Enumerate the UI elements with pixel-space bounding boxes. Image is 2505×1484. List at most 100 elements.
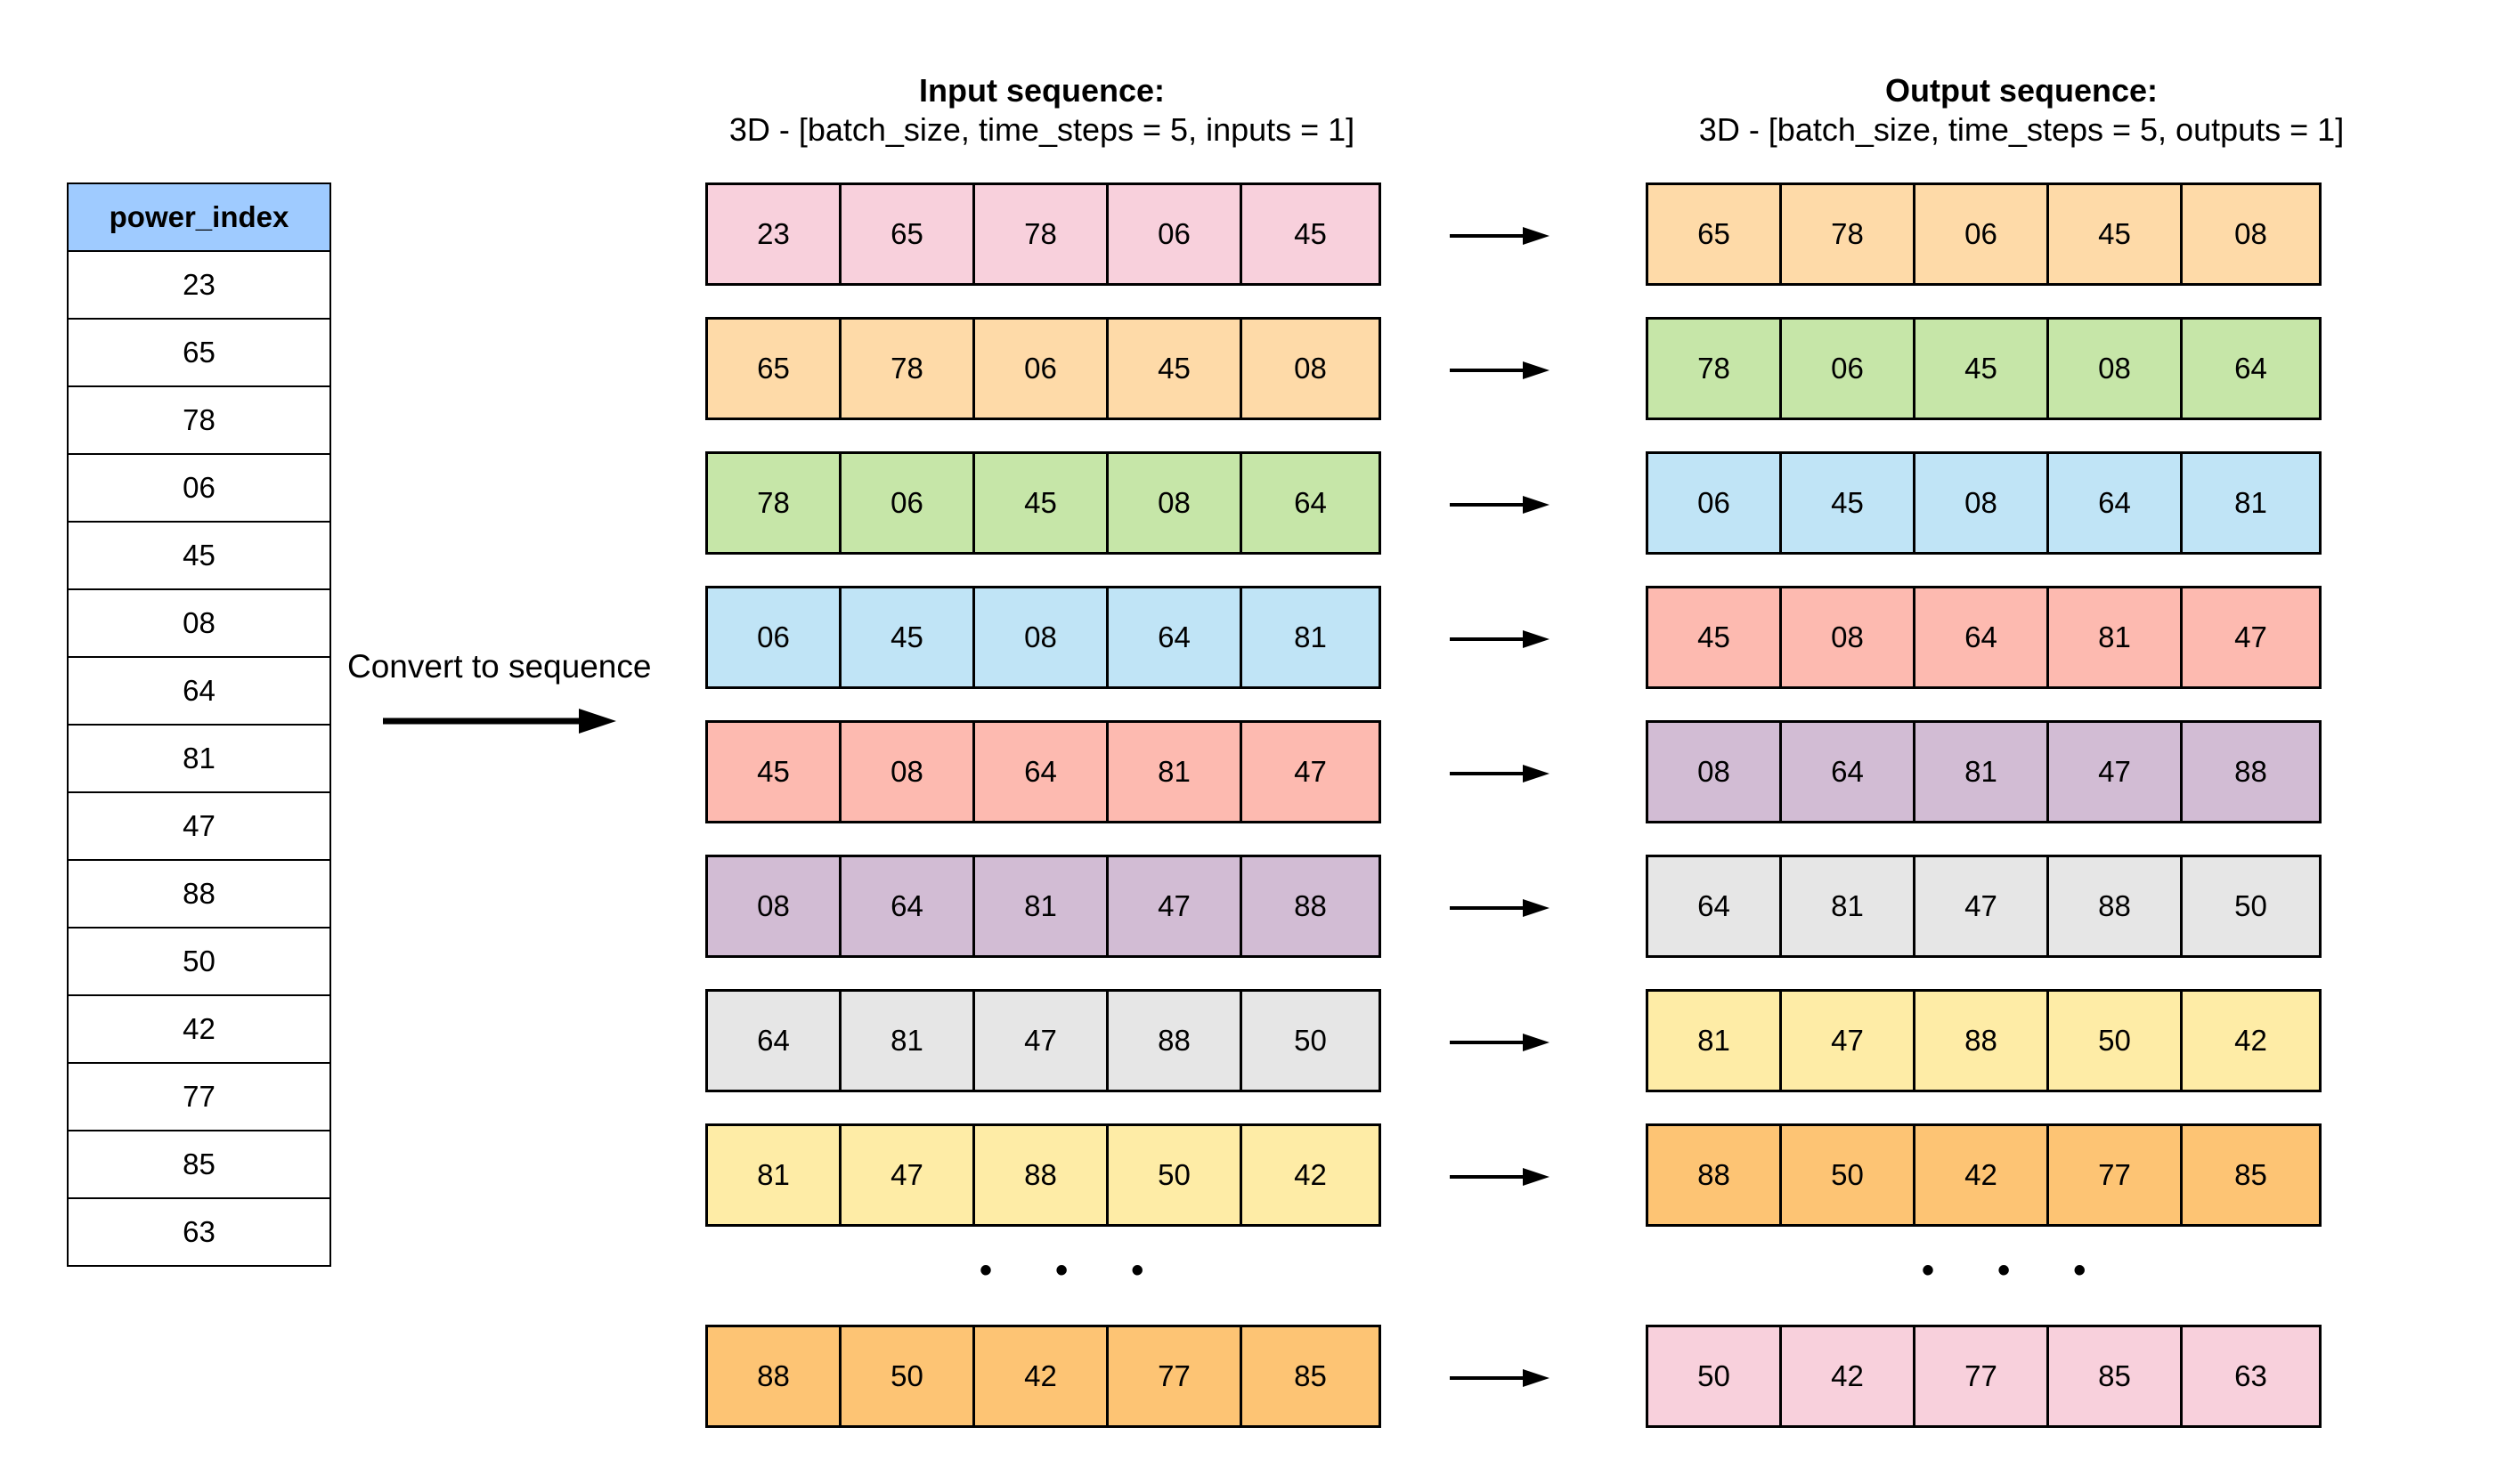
output-sequence-cell: 78: [1782, 185, 1915, 283]
output-sequence-cell: 81: [2049, 588, 2183, 686]
input-sequence-cell: 42: [1242, 1126, 1379, 1224]
output-sequence-cell: 50: [2049, 992, 2183, 1090]
input-sequence-cell: 47: [975, 992, 1109, 1090]
output-sequence-cell: 81: [2183, 454, 2319, 552]
input-sequence-cell: 81: [708, 1126, 842, 1224]
table-row: 50: [67, 927, 331, 996]
input-sequence-cell: 45: [1242, 185, 1379, 283]
output-sequence-cell: 88: [2183, 723, 2319, 821]
output-sequence-cell: 63: [2183, 1327, 2319, 1425]
input-sequence-cell: 78: [975, 185, 1109, 283]
input-sequence-cell: 81: [842, 992, 975, 1090]
table-row: 42: [67, 994, 331, 1064]
row-arrow-icon: [1450, 899, 1549, 917]
output-sequence-subtitle: 3D - [batch_size, time_steps = 5, output…: [1698, 111, 2345, 148]
input-sequence-cell: 08: [1109, 454, 1242, 552]
input-sequence-cell: 47: [1242, 723, 1379, 821]
output-sequence-cell: 42: [1915, 1126, 2049, 1224]
table-row: 08: [67, 588, 331, 658]
output-sequence-cell: 47: [1915, 857, 2049, 955]
output-sequence-cell: 50: [2183, 857, 2319, 955]
input-sequence-heading: Input sequence: 3D - [batch_size, time_s…: [677, 71, 1407, 150]
table-row: 77: [67, 1062, 331, 1131]
input-sequence-cell: 88: [708, 1327, 842, 1425]
convert-arrow-icon: [383, 709, 616, 734]
output-sequence-cell: 88: [1915, 992, 2049, 1090]
table-row: 85: [67, 1130, 331, 1199]
output-sequence-cell: 08: [1915, 454, 2049, 552]
input-sequence-cell: 06: [708, 588, 842, 686]
input-sequence-cell: 81: [975, 857, 1109, 955]
input-sequence-cell: 08: [708, 857, 842, 955]
row-arrow-icon: [1450, 361, 1549, 379]
input-sequence-cell: 45: [842, 588, 975, 686]
output-sequence-cell: 81: [1915, 723, 2049, 821]
output-sequence-cell: 50: [1782, 1126, 1915, 1224]
table-row: 06: [67, 453, 331, 523]
input-sequence-cell: 47: [842, 1126, 975, 1224]
input-sequence-cell: 42: [975, 1327, 1109, 1425]
row-arrow-icon: [1450, 1369, 1549, 1387]
input-sequence-cell: 06: [1109, 185, 1242, 283]
table-row: 45: [67, 521, 331, 590]
input-sequence-cell: 45: [1109, 320, 1242, 418]
table-row: 47: [67, 791, 331, 861]
output-sequence-cell: 65: [1648, 185, 1782, 283]
input-sequence-cell: 06: [842, 454, 975, 552]
output-sequence-cell: 08: [2183, 185, 2319, 283]
output-sequence-cell: 06: [1915, 185, 2049, 283]
input-sequence-cell: 78: [708, 454, 842, 552]
table-row: 63: [67, 1197, 331, 1267]
output-sequence-cell: 42: [2183, 992, 2319, 1090]
output-sequence-cell: 78: [1648, 320, 1782, 418]
input-sequence-cell: 64: [1242, 454, 1379, 552]
output-sequence-cell: 88: [1648, 1126, 1782, 1224]
output-sequence-cell: 64: [1915, 588, 2049, 686]
input-sequence-cell: 06: [975, 320, 1109, 418]
input-sequence-cell: 08: [1242, 320, 1379, 418]
output-sequence-cell: 88: [2049, 857, 2183, 955]
input-sequence-cell: 65: [708, 320, 842, 418]
output-sequence-title: Output sequence:: [1884, 72, 2159, 109]
output-sequence-cell: 08: [2049, 320, 2183, 418]
row-arrow-icon: [1450, 1168, 1549, 1186]
output-sequence-cell: 64: [2183, 320, 2319, 418]
input-sequence-cell: 64: [842, 857, 975, 955]
output-sequence-cell: 85: [2183, 1126, 2319, 1224]
input-sequence-cell: 45: [708, 723, 842, 821]
table-row: 78: [67, 385, 331, 455]
input-sequence-cell: 45: [975, 454, 1109, 552]
output-sequence-cell: 47: [2049, 723, 2183, 821]
table-row: 23: [67, 250, 331, 320]
table-header: power_index: [67, 182, 331, 252]
input-sequence-cell: 47: [1109, 857, 1242, 955]
table-row: 88: [67, 859, 331, 929]
input-sequence-cell: 85: [1242, 1327, 1379, 1425]
output-sequence-cell: 64: [1648, 857, 1782, 955]
output-sequence-cell: 64: [1782, 723, 1915, 821]
output-sequence-cell: 81: [1648, 992, 1782, 1090]
output-sequence-cell: 06: [1782, 320, 1915, 418]
output-sequence-cell: 45: [1915, 320, 2049, 418]
output-sequence-heading: Output sequence: 3D - [batch_size, time_…: [1630, 71, 2413, 150]
input-sequence-cell: 64: [1109, 588, 1242, 686]
input-sequence-subtitle: 3D - [batch_size, time_steps = 5, inputs…: [728, 111, 1355, 148]
input-sequence-cell: 23: [708, 185, 842, 283]
input-sequence-cell: 81: [1242, 588, 1379, 686]
table-row: 64: [67, 656, 331, 726]
input-sequence-cell: 50: [1109, 1126, 1242, 1224]
input-sequence-cell: 08: [975, 588, 1109, 686]
